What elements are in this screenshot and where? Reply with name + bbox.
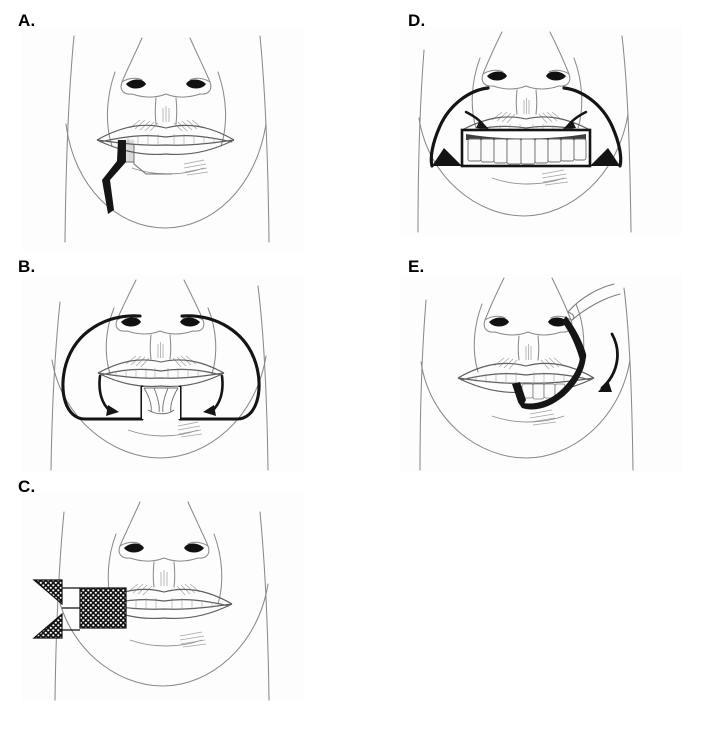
panel-c: C. [0, 470, 361, 705]
panel-a: A. [0, 0, 361, 255]
rotation-arrow [598, 332, 619, 392]
stair-step-incision-mark [102, 139, 135, 214]
panel-d-label: D. [408, 11, 426, 30]
advancement-arrow-left [98, 374, 119, 416]
perialar-crescent-left [429, 86, 490, 168]
panel-b: B. [0, 250, 361, 475]
panel-e-label: E. [408, 257, 425, 276]
panel-c-artwork [22, 494, 304, 702]
advancement-arrow-right [203, 374, 224, 416]
panel-d: D. [390, 0, 722, 240]
nasolabial-incision [512, 316, 587, 410]
stippled-rectangle-flap [79, 587, 127, 629]
perialar-crescent-right [562, 86, 623, 168]
advancement-arrow-left [464, 110, 489, 129]
panel-a-artwork [22, 28, 304, 250]
bilateral-flap-outline [61, 314, 261, 421]
panel-c-label: C. [18, 477, 36, 496]
panel-b-artwork [22, 274, 304, 472]
teeth-row [467, 138, 587, 165]
panel-d-artwork [400, 26, 682, 234]
advancement-arrow-right [563, 110, 588, 129]
panel-b-label: B. [18, 257, 36, 276]
panel-e: E. [390, 250, 722, 475]
panel-a-label: A. [18, 11, 36, 30]
panel-e-artwork [400, 274, 682, 472]
burow-triangle-lower [32, 612, 63, 639]
burow-triangle-upper [32, 579, 63, 606]
